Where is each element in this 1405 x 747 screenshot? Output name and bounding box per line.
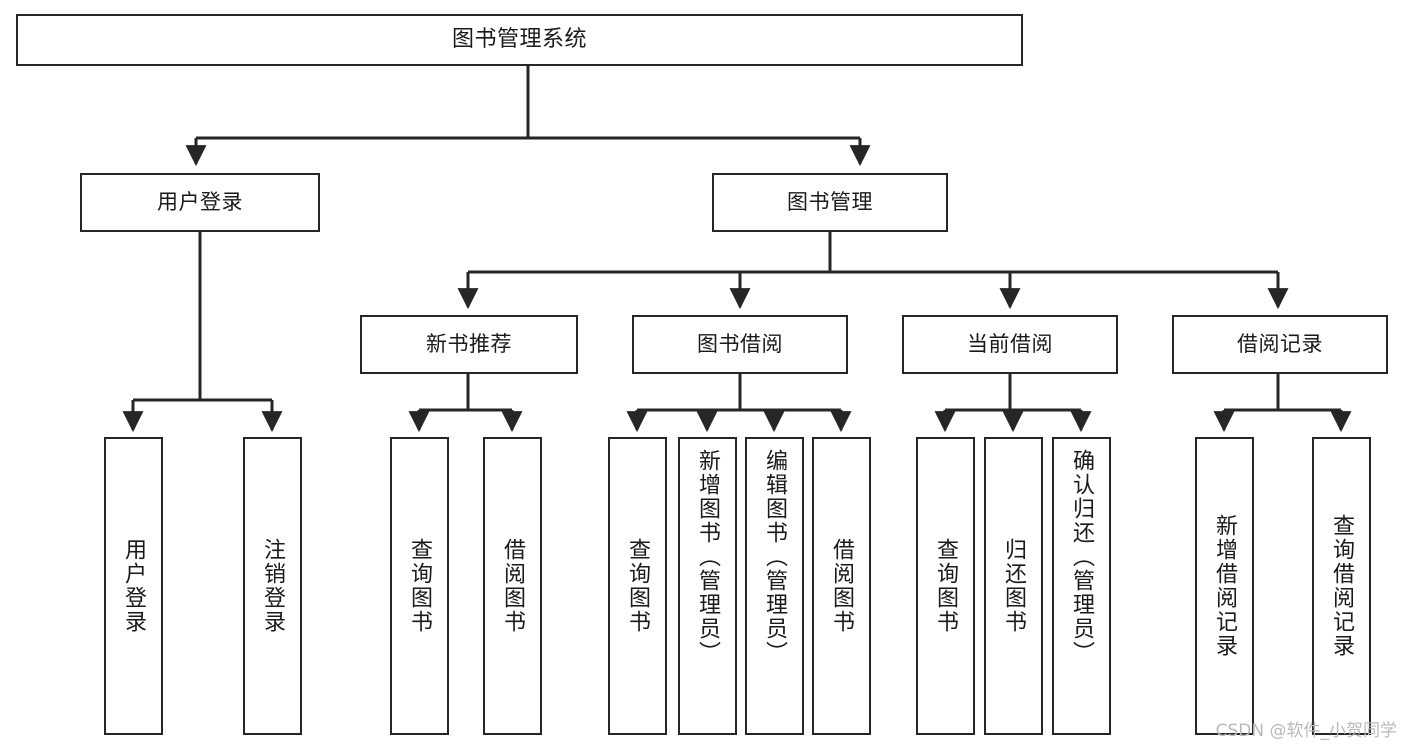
node-leaf-edit-book-label: 编辑图书（管理员） [762, 449, 788, 665]
node-new-book-recommend-label: 新书推荐 [426, 332, 512, 357]
watermark: CSDN @软件_小贺同学 [1215, 721, 1397, 741]
node-leaf-add-book[interactable]: 新增图书（管理员） [678, 437, 737, 735]
node-borrow-record[interactable]: 借阅记录 [1172, 315, 1388, 374]
node-leaf-query-record[interactable]: 查询借阅记录 [1312, 437, 1371, 735]
node-leaf-add-record-label: 新增借阅记录 [1212, 514, 1238, 658]
node-leaf-logout[interactable]: 注销登录 [243, 437, 302, 735]
node-leaf-borrow-book-2-label: 借阅图书 [829, 538, 855, 634]
node-borrow-record-label: 借阅记录 [1237, 332, 1323, 357]
node-leaf-edit-book[interactable]: 编辑图书（管理员） [745, 437, 804, 735]
node-user-login[interactable]: 用户登录 [80, 173, 320, 232]
node-leaf-confirm-return[interactable]: 确认归还（管理员） [1052, 437, 1111, 735]
node-root[interactable]: 图书管理系统 [16, 14, 1023, 66]
edges-user-login-to-leaves [122, 232, 283, 433]
node-leaf-user-login-label: 用户登录 [121, 538, 147, 634]
node-leaf-add-record[interactable]: 新增借阅记录 [1195, 437, 1254, 735]
node-leaf-query-book-2-label: 查询图书 [625, 538, 651, 634]
edges-new-book-to-leaves [408, 374, 523, 433]
node-leaf-add-book-label: 新增图书（管理员） [695, 449, 721, 665]
edges-root-to-level1 [185, 66, 871, 167]
node-new-book-recommend[interactable]: 新书推荐 [360, 315, 578, 374]
node-current-borrow-label: 当前借阅 [967, 332, 1053, 357]
node-leaf-query-book-3-label: 查询图书 [933, 538, 959, 634]
node-root-label: 图书管理系统 [451, 27, 587, 53]
node-book-borrow[interactable]: 图书借阅 [632, 315, 848, 374]
node-leaf-borrow-book-1-label: 借阅图书 [500, 538, 526, 634]
node-leaf-borrow-book-1[interactable]: 借阅图书 [483, 437, 542, 735]
node-leaf-query-book-1-label: 查询图书 [407, 538, 433, 634]
edges-book-manage-to-level2 [457, 232, 1289, 310]
node-leaf-confirm-return-label: 确认归还（管理员） [1069, 449, 1095, 665]
node-leaf-query-book-3[interactable]: 查询图书 [916, 437, 975, 735]
node-book-manage-label: 图书管理 [787, 190, 873, 215]
edges-current-borrow-to-leaves [934, 374, 1092, 433]
node-leaf-query-book-1[interactable]: 查询图书 [390, 437, 449, 735]
node-leaf-query-book-2[interactable]: 查询图书 [608, 437, 667, 735]
node-leaf-return-book[interactable]: 归还图书 [984, 437, 1043, 735]
node-leaf-query-record-label: 查询借阅记录 [1329, 514, 1355, 658]
node-leaf-user-login[interactable]: 用户登录 [104, 437, 163, 735]
edges-borrow-record-to-leaves [1213, 374, 1352, 433]
node-user-login-label: 用户登录 [157, 190, 243, 215]
node-book-borrow-label: 图书借阅 [697, 332, 783, 357]
edges-book-borrow-to-leaves [626, 374, 852, 433]
node-leaf-return-book-label: 归还图书 [1001, 538, 1027, 634]
node-book-manage[interactable]: 图书管理 [712, 173, 948, 232]
node-current-borrow[interactable]: 当前借阅 [902, 315, 1118, 374]
node-leaf-borrow-book-2[interactable]: 借阅图书 [812, 437, 871, 735]
node-leaf-logout-label: 注销登录 [260, 538, 286, 634]
